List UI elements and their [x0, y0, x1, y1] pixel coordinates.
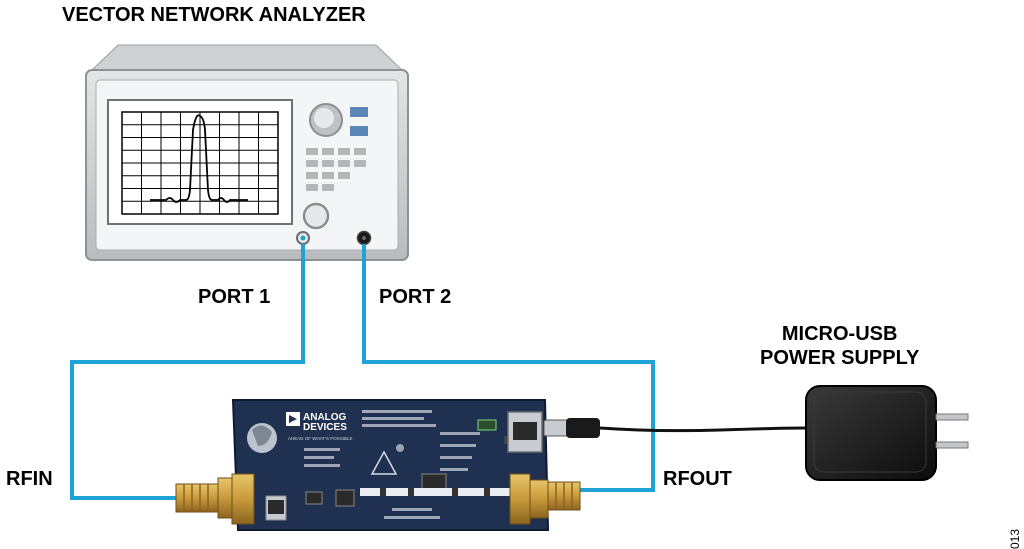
micro-usb-power-supply [805, 385, 969, 481]
rfout-label: RFOUT [663, 468, 732, 490]
plug-prong-bottom [935, 441, 969, 449]
cable-port2-to-rfout [362, 244, 655, 492]
rfin-label: RFIN [6, 468, 53, 490]
blue-button-top [350, 107, 368, 117]
power-supply-label-line1: MICRO-USB [781, 323, 898, 345]
brand-line2: DEVICES [303, 422, 347, 433]
cable-port1-to-rfin [70, 244, 305, 500]
port1-label: PORT 1 [198, 286, 271, 308]
port2-label: PORT 2 [379, 286, 452, 308]
secondary-knob [302, 202, 330, 230]
esd-warning-icon [370, 450, 398, 475]
power-supply-label: MICRO-USB POWER SUPPLY [760, 322, 919, 370]
brand-tagline: AHEAD OF WHAT'S POSSIBLE [288, 436, 353, 441]
keypad [306, 148, 366, 191]
brand-line1: ANALOG [303, 412, 347, 423]
usb-cable [543, 418, 809, 438]
rf-trace [360, 488, 510, 496]
screen-grid-lines [122, 112, 278, 214]
figure-id: 013 [1008, 529, 1022, 549]
diagram-title: VECTOR NETWORK ANALYZER [62, 4, 366, 26]
rfin-sma-connector [175, 473, 255, 525]
blue-button-bottom [350, 126, 368, 136]
power-supply-label-line2: POWER SUPPLY [760, 347, 920, 369]
chip-2 [305, 491, 323, 505]
evaluation-board: ANALOG DEVICES AHEAD OF WHAT'S POSSIBLE [231, 399, 550, 531]
plug-prong-top [935, 413, 969, 421]
rfout-sma-connector [509, 473, 581, 525]
response-trace [150, 114, 248, 203]
vector-network-analyzer [85, 44, 409, 261]
chip-1 [335, 489, 355, 507]
